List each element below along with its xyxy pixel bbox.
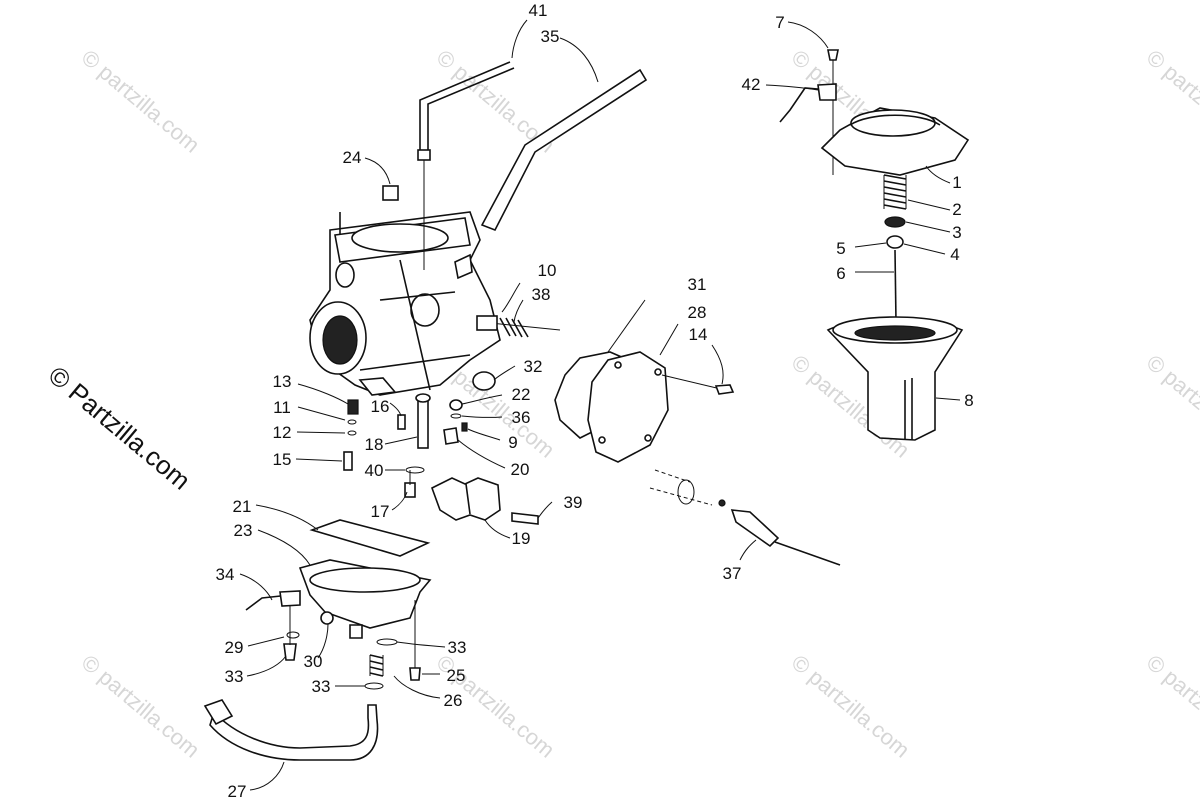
callout-37: 36 [512,408,531,427]
part-24-cap [382,185,399,201]
part-8-slide [826,316,964,441]
callout-26: 26 [444,691,463,710]
callout-3: 3 [952,223,961,242]
part-32-plug [472,371,496,391]
part-38-choke [649,469,841,566]
callout-27: 27 [228,782,247,799]
callout-39: 38 [532,285,551,304]
callout-9: 9 [508,433,517,452]
callout-22: 22 [512,385,531,404]
callout-16: 16 [371,397,390,416]
callout-32: 32 [524,357,543,376]
callout-12: 12 [273,423,292,442]
callout-4: 4 [950,245,959,264]
watermark-tile: © partzilla.com [77,45,205,158]
part-23-float-bowl [298,559,432,639]
part-14-screw [714,384,735,395]
callout-43: 42 [742,75,761,94]
watermark-tile: © partzilla.com [787,650,915,763]
carburetor-body [309,211,501,396]
callout-10: 10 [538,261,557,280]
callout-40: 39 [564,493,583,512]
callout-labels: 41 35 24 10 38 31 28 14 32 22 36 9 20 39… [216,1,974,801]
callout-19: 19 [512,529,531,548]
callout-29: 29 [225,638,244,657]
part-6-needle [894,249,897,323]
parts-7-43-screw-bracket [779,49,839,175]
part-19-40-boot-bolt [431,477,539,525]
callout-18: 18 [365,435,384,454]
callout-35: 34 [216,565,235,584]
callout-24: 24 [343,148,362,167]
callout-36: 35 [541,27,560,46]
callout-2: 2 [952,200,961,219]
leader-lines [239,19,961,791]
callout-21: 21 [233,497,252,516]
callout-31: 31 [688,275,707,294]
small-jets-group [343,393,468,498]
part-42-cable-tube [417,61,515,270]
part-1-top-cap [820,107,970,176]
callout-41: 40 [365,461,384,480]
callout-30: 30 [304,652,323,671]
callout-25: 25 [447,666,466,685]
callout-20: 20 [511,460,530,479]
part-36-vent-hose [480,68,648,232]
callout-7: 7 [775,13,784,32]
callout-28: 28 [688,303,707,322]
callout-17: 17 [371,502,390,521]
part-21-gasket [309,519,431,557]
callout-33-upper: 33 [448,638,467,657]
callout-1: 1 [952,173,961,192]
parts-3-4-5-washers [884,216,906,249]
watermark-tile: © partzilla.com [1142,650,1200,763]
watermark-tile: © partzilla.com [1142,45,1200,158]
callout-5: 5 [836,239,845,258]
callout-42: 41 [529,1,548,20]
parts-30-33-25-26-bowl-parts [320,600,421,690]
callout-13: 13 [273,372,292,391]
callout-23: 23 [234,521,253,540]
callout-34: 33 [225,667,244,686]
part-27-fuel-hose [203,699,379,761]
parts-35-29-34-clip-screw [245,590,301,661]
callout-6: 6 [836,264,845,283]
callout-33-lower: 33 [312,677,331,696]
callout-14: 14 [689,325,708,344]
part-2-spring [883,174,907,210]
callout-11: 11 [273,398,291,417]
watermark-tile: © partzilla.com [77,650,205,763]
callout-38: 37 [723,564,742,583]
callout-15: 15 [273,450,292,469]
part-28-cover [587,351,726,463]
part-10-39-screw-spring [476,315,561,338]
callout-8: 8 [964,391,973,410]
watermark-tile: © partzilla.com [1142,350,1200,463]
